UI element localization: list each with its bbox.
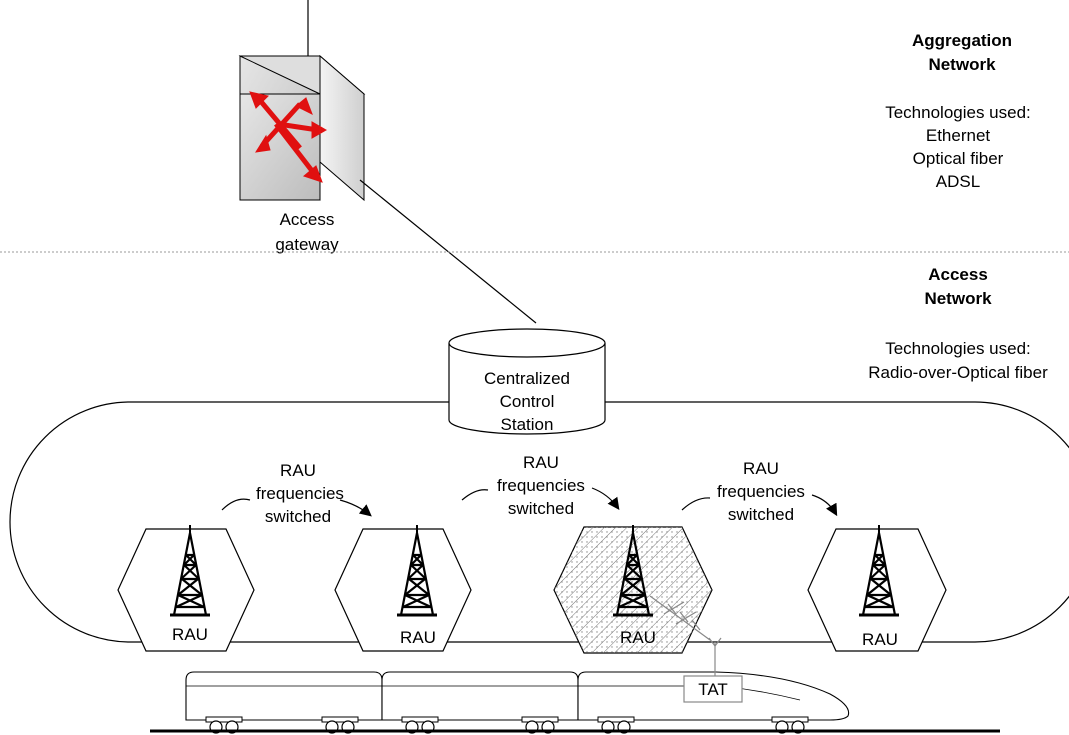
switch-label-line: switched — [728, 505, 794, 524]
switch-label-3: RAU frequencies switched — [717, 459, 805, 524]
switch-label-line: RAU — [280, 461, 316, 480]
access-title-line1: Access — [928, 265, 988, 284]
switch-label-1: RAU frequencies switched — [256, 461, 344, 526]
switch-arrows-icon — [249, 91, 328, 183]
aggregation-title-line2: Network — [928, 55, 996, 74]
tat-label: TAT — [698, 680, 728, 699]
gateway-label-line2: gateway — [275, 235, 339, 254]
rau-cell-label: RAU — [400, 628, 436, 647]
control-station-line3: Station — [501, 415, 554, 434]
switch-label-2: RAU frequencies switched — [497, 453, 585, 518]
control-station-line2: Control — [500, 392, 555, 411]
rau-cell-label: RAU — [620, 628, 656, 647]
rau-cell-label: RAU — [862, 630, 898, 649]
aggregation-tech-item: Optical fiber — [913, 149, 1004, 168]
aggregation-tech-item: ADSL — [936, 172, 980, 191]
switch-arrow-1 — [221, 498, 251, 511]
aggregation-tech-item: Ethernet — [926, 126, 991, 145]
rau-cell-4: RAU — [807, 523, 947, 652]
antenna-icon — [708, 637, 722, 676]
control-station-icon — [448, 328, 606, 435]
rau-cell-3-active: RAU — [553, 523, 713, 654]
rau-cell-1: RAU — [117, 523, 255, 652]
switch-label-line: frequencies — [256, 484, 344, 503]
control-station-line1: Centralized — [484, 369, 570, 388]
radio-link-icon — [649, 595, 711, 641]
switch-label-line: RAU — [523, 453, 559, 472]
train-icon — [185, 671, 850, 734]
switch-label-line: frequencies — [717, 482, 805, 501]
access-title-line2: Network — [924, 289, 992, 308]
switch-arrow-3 — [681, 497, 711, 511]
switch-label-line: switched — [265, 507, 331, 526]
switch-arrow-2 — [461, 489, 489, 501]
access-gateway-icon — [238, 54, 366, 202]
gateway-label-line1: Access — [280, 210, 335, 229]
tat-terminal — [683, 675, 743, 703]
aggregation-title-line1: Aggregation — [912, 31, 1012, 50]
rau-cell-label: RAU — [172, 625, 208, 644]
access-tech-heading: Technologies used: — [885, 339, 1031, 358]
rau-cell-2: RAU — [334, 523, 472, 652]
fiber-ring — [9, 401, 1069, 643]
access-tech-item: Radio-over-Optical fiber — [868, 363, 1048, 382]
aggregation-tech-heading: Technologies used: — [885, 103, 1031, 122]
switch-label-line: frequencies — [497, 476, 585, 495]
switch-label-line: switched — [508, 499, 574, 518]
switch-label-line: RAU — [743, 459, 779, 478]
